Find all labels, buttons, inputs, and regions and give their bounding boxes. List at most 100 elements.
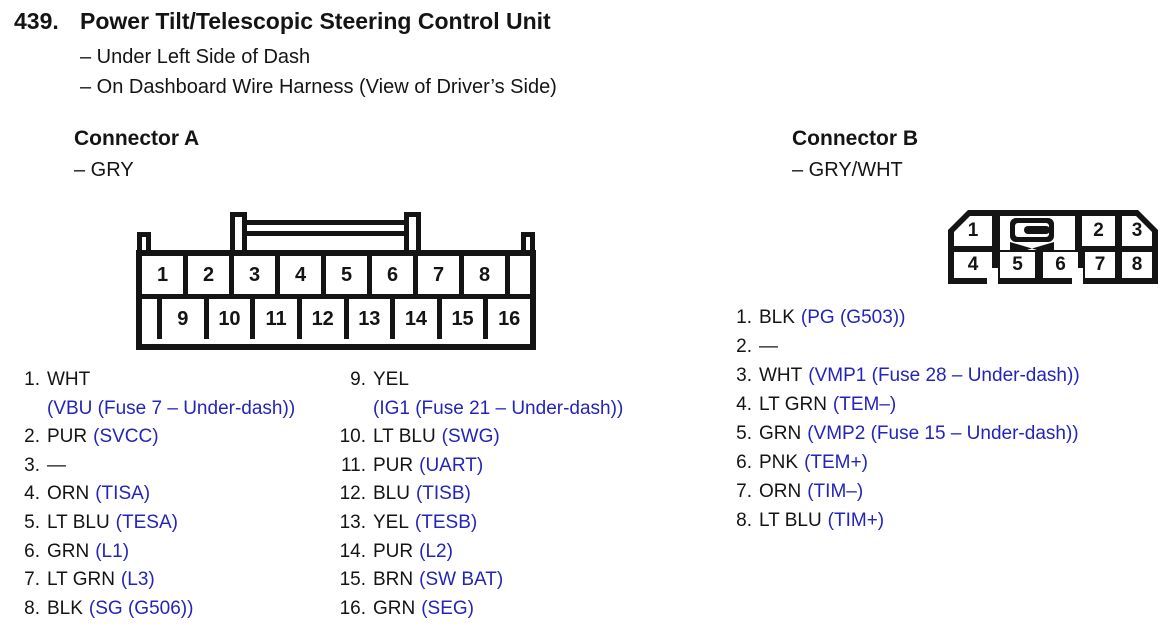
pin-cell: 10 <box>209 299 256 339</box>
bottom-notch <box>1072 268 1083 284</box>
pin-number: 14. <box>339 540 366 562</box>
pin-list-item: 6.GRN(L1) <box>14 538 295 567</box>
pin-list-item: 5. LT BLU(TESA) <box>14 509 295 538</box>
pin-cell: 5 <box>1000 252 1035 278</box>
latch-bar <box>242 220 409 236</box>
connector-a-body: 1 2 3 4 5 6 7 8 9 10 11 12 13 14 15 16 <box>136 250 536 350</box>
signal-label: (TEM+) <box>804 452 868 473</box>
pin-cell: 4 <box>954 252 992 278</box>
pin-list-item: 7. LT GRN(L3) <box>14 566 295 595</box>
wire-color: GRN <box>373 597 416 619</box>
corner-tab-right <box>521 232 535 250</box>
wire-color: YEL <box>373 511 409 533</box>
pin-list-item: 8.LT BLU(TIM+) <box>722 506 1080 535</box>
signal-label: (TESA) <box>115 511 178 533</box>
pin-number: 5. <box>24 511 40 533</box>
pin-number: 13. <box>339 511 366 533</box>
location-line: – On Dashboard Wire Harness (View of Dri… <box>80 76 557 98</box>
connector-b-body: 1 2 3 4 5 6 7 8 <box>948 210 1158 284</box>
connector-a-pin-list-2: 9.YEL(IG1 (Fuse 21 – Under-dash)) 10.LT … <box>326 366 624 624</box>
pin-number: 7. <box>24 569 40 591</box>
signal-label: (TIM+) <box>827 510 885 531</box>
pin-number: 5. <box>736 423 752 444</box>
signal-label: (VBU (Fuse 7 – Under-dash)) <box>47 397 296 419</box>
pin-cell: 7 <box>418 256 464 294</box>
wire-color: BLK <box>47 597 83 619</box>
wire-color: — <box>47 454 66 476</box>
signal-label: (L2) <box>419 540 453 562</box>
pin-list-item: 3.WHT(VMP1 (Fuse 28 – Under-dash)) <box>722 361 1080 390</box>
pin-cell: 16 <box>498 307 521 330</box>
pin-cell: 8 <box>1122 252 1152 278</box>
wire-color: GRN <box>47 540 90 562</box>
pin-cell: 2 <box>188 256 234 294</box>
location-line: – Under Left Side of Dash <box>80 46 311 68</box>
corner-tab-left <box>137 232 151 250</box>
pin-list-item: 16.GRN(SEG) <box>326 595 623 624</box>
location-lines: – Under Left Side of Dash – On Dashboard… <box>80 42 557 102</box>
connector-a-pin-list-1: 1.WHT(VBU (Fuse 7 – Under-dash)) 2.PUR(S… <box>14 366 295 623</box>
pin-number: 4. <box>24 483 40 505</box>
latch-prong-right <box>404 212 421 250</box>
connector-b-diagram: 1 2 3 4 5 6 7 8 <box>948 210 1158 284</box>
wire-color: ORN <box>47 483 90 505</box>
connector-b-header: Connector B – GRY/WHT <box>792 126 918 182</box>
pin-number: 2. <box>736 336 752 357</box>
pin-list-item: 13. YEL(TESB) <box>326 509 623 538</box>
pin-cell: 6 <box>372 256 418 294</box>
signal-label: (TISA) <box>95 483 151 505</box>
pin-list-item: 3. — <box>14 452 295 481</box>
pin-cell: 12 <box>302 299 349 339</box>
pin-number: 9. <box>350 369 366 390</box>
wire-color: YEL <box>373 369 409 390</box>
connector-a-diagram: 1 2 3 4 5 6 7 8 9 10 11 12 13 14 15 16 <box>136 210 536 350</box>
wire-color: LT BLU <box>47 511 110 533</box>
pin-list-item: 8.BLK(SG (G506)) <box>14 595 295 624</box>
pin-list-item: 1. WHT (VBU (Fuse 7 – Under-dash)) <box>14 366 295 423</box>
pin-cell: 11 <box>255 299 302 339</box>
wire-color: — <box>759 336 778 357</box>
pin-cell: 4 <box>280 256 326 294</box>
pin-list-item: 7.ORN(TIM–) <box>722 477 1080 506</box>
signal-label: (TISB) <box>415 483 471 505</box>
connector-a-header: Connector A – GRY <box>74 126 199 182</box>
wire-color: BLK <box>759 307 795 328</box>
pin-cell: 8 <box>464 256 510 294</box>
connector-a-title: Connector A <box>74 127 200 150</box>
signal-label: (SWG) <box>441 426 500 448</box>
pin-cell: 3 <box>234 256 280 294</box>
pin-number: 1. <box>24 369 40 390</box>
pin-number: 10. <box>339 426 366 448</box>
pin-cell: 14 <box>395 299 442 339</box>
pin-list-item: 12. BLU(TISB) <box>326 480 623 509</box>
signal-label: (TIM–) <box>807 481 864 502</box>
signal-label: (L3) <box>120 569 155 591</box>
wire-color: WHT <box>47 369 91 390</box>
pin-cell: 9 <box>162 299 209 339</box>
pin-number: 8. <box>736 510 752 531</box>
signal-label: (SG (G506)) <box>88 597 194 619</box>
pin-number: 15. <box>339 569 366 591</box>
connector-b-color: – GRY/WHT <box>792 159 903 181</box>
pin-number: 12. <box>339 483 366 505</box>
page-title-text: Power Tilt/Telescopic Steering Control U… <box>80 8 551 34</box>
pin-number: 7. <box>736 481 752 502</box>
pin-number: 4. <box>736 394 752 415</box>
pin-number: 16. <box>339 597 366 619</box>
pin-number: 3. <box>24 454 40 476</box>
pin-cell: 7 <box>1085 252 1115 278</box>
wire-color: LT GRN <box>47 569 115 591</box>
wire-color: PUR <box>373 540 414 562</box>
wire-color: PUR <box>373 454 414 476</box>
pin-cell: 15 <box>442 299 489 339</box>
pin-number: 6. <box>736 452 752 473</box>
signal-label: (IG1 (Fuse 21 – Under-dash)) <box>373 397 624 419</box>
blank-cell <box>142 299 162 339</box>
pin-list-item: 4. ORN(TISA) <box>14 480 295 509</box>
signal-label: (TESB) <box>414 511 478 533</box>
pin-list-item: 14. PUR(L2) <box>326 538 623 567</box>
pin-list-item: 6.PNK(TEM+) <box>722 448 1080 477</box>
pin-list-item: 9. YEL (IG1 (Fuse 21 – Under-dash)) <box>326 366 623 423</box>
wire-color: BLU <box>373 483 410 505</box>
